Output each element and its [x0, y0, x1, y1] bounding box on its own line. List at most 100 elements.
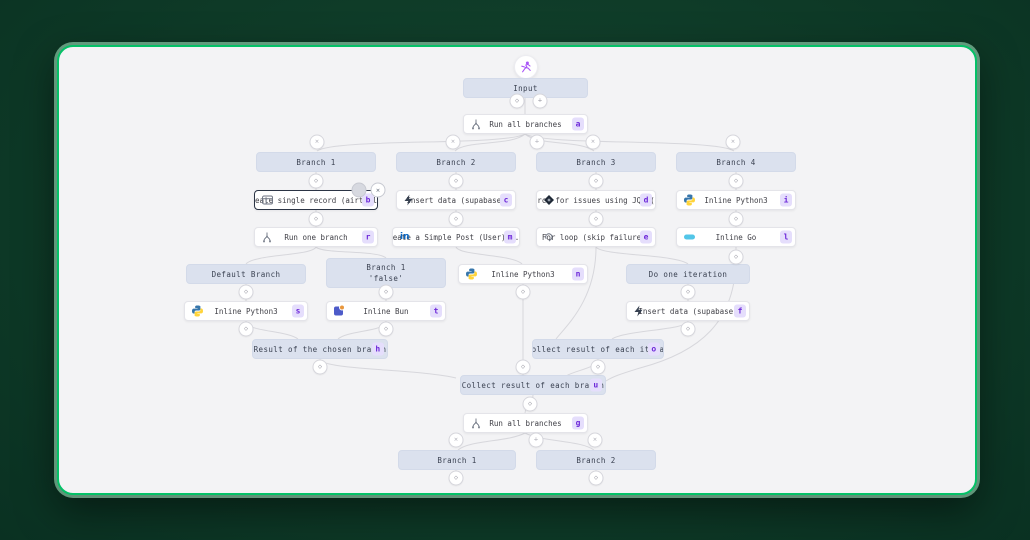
node-search-issues-jql[interactable]: Search for issues using JQL (... d	[536, 190, 656, 210]
edge-connector-button[interactable]: ◇	[590, 359, 606, 375]
node-label: Run all branches	[489, 119, 562, 129]
node-label: Branch 4	[716, 157, 756, 167]
edge-connector-button[interactable]: ◇	[238, 321, 254, 337]
node-drag-handle[interactable]	[351, 182, 367, 198]
hint-badge: h	[372, 342, 384, 356]
node-do-one-iteration[interactable]: Do one iteration	[626, 264, 750, 284]
edge-connector-button[interactable]: ◇	[378, 321, 394, 337]
node-run-all-branches-top[interactable]: Run all branches a	[463, 114, 588, 134]
hint-badge: u	[590, 378, 602, 392]
edge-connector-button[interactable]: ◇	[509, 93, 525, 109]
edge-delete-button[interactable]: ×	[725, 134, 741, 150]
node-inline-go[interactable]: Inline Go l	[676, 227, 796, 247]
close-icon: ×	[590, 137, 596, 146]
edge-delete-button[interactable]: ×	[309, 134, 325, 150]
diamond-icon: ◇	[595, 362, 601, 371]
node-create-simple-post-linkedin[interactable]: in Create a Simple Post (User) (... m	[392, 227, 520, 247]
node-branch-3[interactable]: Branch 3	[536, 152, 656, 172]
branch-fork-icon	[262, 232, 272, 243]
hint-badge: i	[780, 193, 792, 207]
node-label: Inline Python3	[491, 269, 555, 279]
workflow-trigger-icon	[520, 58, 532, 77]
diamond-icon: ◇	[243, 287, 249, 296]
edge-delete-button[interactable]: ×	[587, 432, 603, 448]
close-icon: ×	[314, 137, 320, 146]
edge-connector-button[interactable]: ◇	[728, 249, 744, 265]
edge-connector-button[interactable]: ◇	[515, 284, 531, 300]
edge-connector-button[interactable]: ◇	[588, 211, 604, 227]
node-inline-python3-default[interactable]: Inline Python3 s	[184, 301, 308, 321]
diamond-icon: ◇	[685, 287, 691, 296]
edge-add-button[interactable]: +	[529, 134, 545, 150]
edge-connector-button[interactable]: ◇	[448, 470, 464, 486]
edge-connector-button[interactable]: ◇	[308, 173, 324, 189]
diamond-icon: ◇	[520, 287, 526, 296]
node-collect-result-each-iteration[interactable]: Collect result of each iterat o	[532, 339, 664, 359]
node-branch-1-false[interactable]: Branch 1 'false'	[326, 258, 446, 288]
node-branch-2-bottom[interactable]: Branch 2	[536, 450, 656, 470]
diamond-icon: ◇	[313, 176, 319, 185]
node-label: For loop (skip failures)	[541, 232, 651, 242]
edge-connector-button[interactable]: ◇	[378, 284, 394, 300]
diamond-icon: ◇	[685, 324, 691, 333]
node-label: Collect result of each branch	[461, 380, 605, 390]
node-run-one-branch[interactable]: Run one branch r	[254, 227, 378, 247]
plus-icon: +	[533, 435, 539, 444]
plus-icon: +	[537, 96, 543, 105]
diamond-icon: ◇	[733, 176, 739, 185]
node-branch-2[interactable]: Branch 2	[396, 152, 516, 172]
diamond-icon: ◇	[383, 287, 389, 296]
node-delete-button[interactable]: ×	[370, 182, 386, 198]
python-icon	[466, 268, 477, 280]
node-input[interactable]: Input	[463, 78, 588, 98]
hint-badge: a	[572, 117, 584, 131]
close-icon: ×	[592, 435, 598, 444]
node-for-loop-skip-failures[interactable]: For loop (skip failures) e	[536, 227, 656, 247]
edge-connector-button[interactable]: ◇	[728, 173, 744, 189]
node-branch-1[interactable]: Branch 1	[256, 152, 376, 172]
edge-connector-button[interactable]: ◇	[448, 211, 464, 227]
diamond-icon: ◇	[593, 214, 599, 223]
edge-delete-button[interactable]: ×	[585, 134, 601, 150]
node-label: Inline Bun	[363, 306, 409, 316]
edge-connector-button[interactable]: ◇	[680, 284, 696, 300]
edge-connector-button[interactable]: ◇	[308, 211, 324, 227]
node-inline-python3-branch4[interactable]: Inline Python3 i	[676, 190, 796, 210]
hint-badge: c	[500, 193, 512, 207]
edge-connector-button[interactable]: ◇	[312, 359, 328, 375]
edge-add-button[interactable]: +	[528, 432, 544, 448]
node-inline-bun[interactable]: Inline Bun t	[326, 301, 446, 321]
node-branch-1-bottom[interactable]: Branch 1	[398, 450, 516, 470]
loop-icon	[544, 232, 554, 242]
node-default-branch[interactable]: Default Branch	[186, 264, 306, 284]
node-label: Insert data (supabase)	[406, 195, 506, 205]
edge-connector-button[interactable]: ◇	[728, 211, 744, 227]
edge-connector-button[interactable]: ◇	[588, 470, 604, 486]
edge-add-button[interactable]: +	[532, 93, 548, 109]
diamond-icon: ◇	[453, 214, 459, 223]
edge-delete-button[interactable]: ×	[445, 134, 461, 150]
edge-connector-button[interactable]: ◇	[680, 321, 696, 337]
edge-connector-button[interactable]: ◇	[522, 396, 538, 412]
node-insert-data-supabase-2[interactable]: Insert data (supabase) f	[626, 301, 750, 321]
airtable-icon	[262, 195, 273, 205]
node-inline-python3-center[interactable]: Inline Python3 n	[458, 264, 588, 284]
diamond-icon: ◇	[593, 473, 599, 482]
trigger-node[interactable]	[514, 55, 538, 79]
node-branch-4[interactable]: Branch 4	[676, 152, 796, 172]
diamond-icon: ◇	[317, 362, 323, 371]
node-result-of-chosen-branch[interactable]: Result of the chosen branch h	[252, 339, 388, 359]
python-icon	[684, 194, 695, 206]
edge-delete-button[interactable]: ×	[448, 432, 464, 448]
edge-connector-button[interactable]: ◇	[515, 359, 531, 375]
edge-connector-button[interactable]: ◇	[588, 173, 604, 189]
node-collect-result-each-branch[interactable]: Collect result of each branch u	[460, 375, 606, 395]
diamond-icon: ◇	[243, 324, 249, 333]
node-run-all-branches-bottom[interactable]: Run all branches g	[463, 413, 588, 433]
hint-badge: e	[640, 230, 652, 244]
node-label: Search for issues using JQL (...	[537, 195, 655, 205]
edge-connector-button[interactable]: ◇	[448, 173, 464, 189]
node-insert-data-supabase-1[interactable]: Insert data (supabase) c	[396, 190, 516, 210]
branch-fork-icon	[471, 119, 481, 130]
edge-connector-button[interactable]: ◇	[238, 284, 254, 300]
